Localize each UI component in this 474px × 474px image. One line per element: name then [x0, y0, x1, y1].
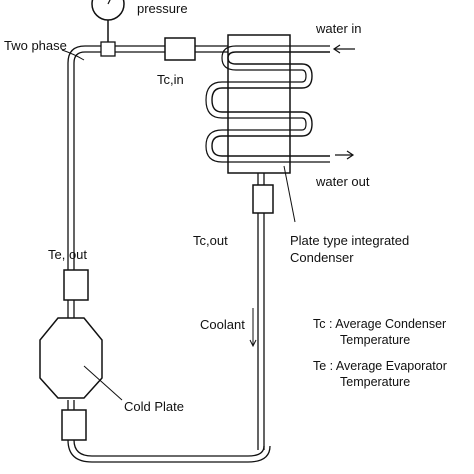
plate-condenser [205, 34, 330, 174]
pressure-gauge [91, 0, 125, 44]
two-phase-leader-line [61, 49, 85, 61]
legend-tc-line1: Tc : Average Condenser [313, 317, 446, 331]
te-out-label: Te, out [48, 247, 87, 262]
water-out-label: water out [315, 174, 370, 189]
inlet-sensor [61, 409, 87, 441]
water-in-label: water in [315, 21, 362, 36]
tc-out-sensor [252, 184, 274, 214]
condenser-leader-line [283, 165, 296, 223]
legend-tc-line2: Temperature [340, 333, 410, 347]
coolant-arrow [249, 308, 257, 348]
two-phase-label: Two phase [4, 38, 67, 53]
te-out-sensor [63, 269, 89, 301]
tc-in-sensor [164, 37, 196, 61]
cold-plate-label: Cold Plate [124, 399, 184, 414]
pressure-tee-fitting [100, 41, 116, 57]
pressure-label: pressure [137, 1, 188, 16]
cold-plate-leader-line [83, 365, 123, 401]
water-in-arrow [332, 44, 355, 54]
tc-in-label: Tc,in [157, 72, 184, 87]
water-out-arrow [335, 150, 355, 160]
legend-te-line1: Te : Average Evaporator [313, 359, 447, 373]
condenser-label-line1: Plate type integrated [290, 233, 409, 248]
condenser-label-line2: Condenser [290, 250, 354, 265]
tc-out-label: Tc,out [193, 233, 228, 248]
cold-plate [39, 317, 103, 399]
legend-te-line2: Temperature [340, 375, 410, 389]
coolant-label: Coolant [200, 317, 245, 332]
legend: Tc : Average Condenser Temperature Te : … [313, 317, 447, 389]
